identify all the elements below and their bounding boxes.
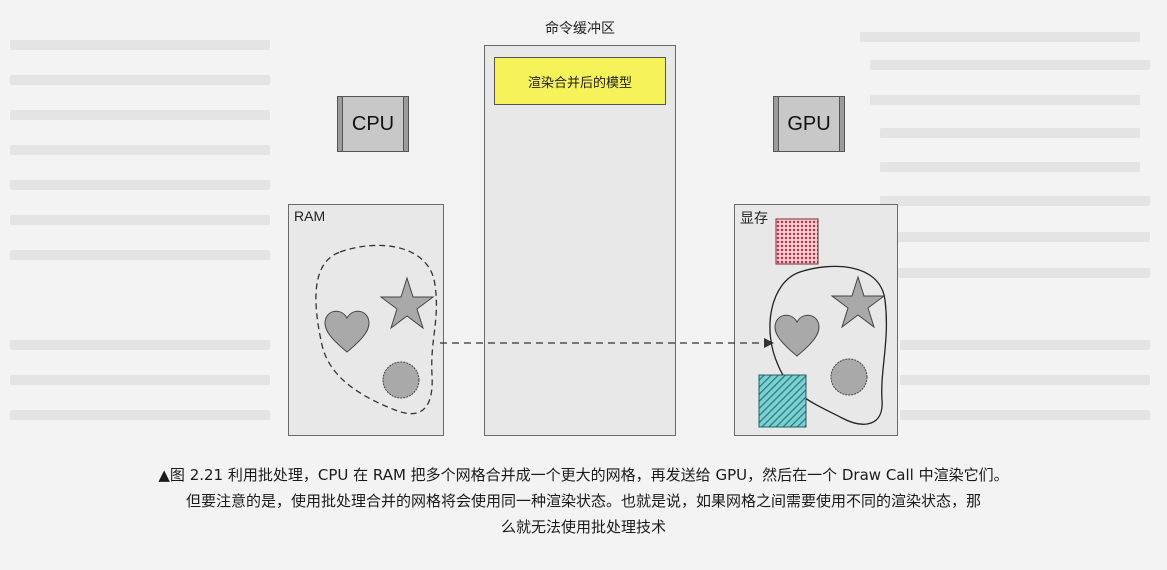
vram-teal-square [758, 374, 807, 428]
transfer-arrow-head [764, 338, 774, 348]
ram-label: RAM [294, 208, 326, 224]
caption-line-2: 但要注意的是，使用批处理合并的网格将会使用同一种渲染状态。也就是说，如果网格之间… [185, 492, 981, 510]
vram-burst-shape [830, 358, 868, 396]
command-buffer-panel: 渲染合并后的模型 [484, 45, 676, 436]
command-buffer-title: 命令缓冲区 [545, 21, 615, 37]
caption-line-1: ▲图 2.21 利用批处理，CPU 在 RAM 把多个网格合并成一个更大的网格，… [158, 466, 1009, 484]
vram-red-square [775, 218, 819, 265]
ram-heart-shape [324, 310, 370, 353]
figure-caption: ▲图 2.21 利用批处理，CPU 在 RAM 把多个网格合并成一个更大的网格，… [0, 462, 1167, 540]
ram-star-shape [379, 276, 435, 330]
vram-heart-shape [774, 314, 820, 357]
vram-star-shape [830, 275, 886, 329]
cpu-chip: CPU [337, 96, 409, 152]
caption-line-3: 么就无法使用批处理技术 [500, 518, 666, 536]
vram-label: 显存 [740, 210, 768, 226]
merged-model-box: 渲染合并后的模型 [494, 57, 666, 105]
ram-dashed-outline [315, 244, 438, 415]
ram-burst-shape [382, 361, 420, 399]
gpu-chip: GPU [773, 96, 845, 152]
vram-outline [769, 265, 888, 425]
